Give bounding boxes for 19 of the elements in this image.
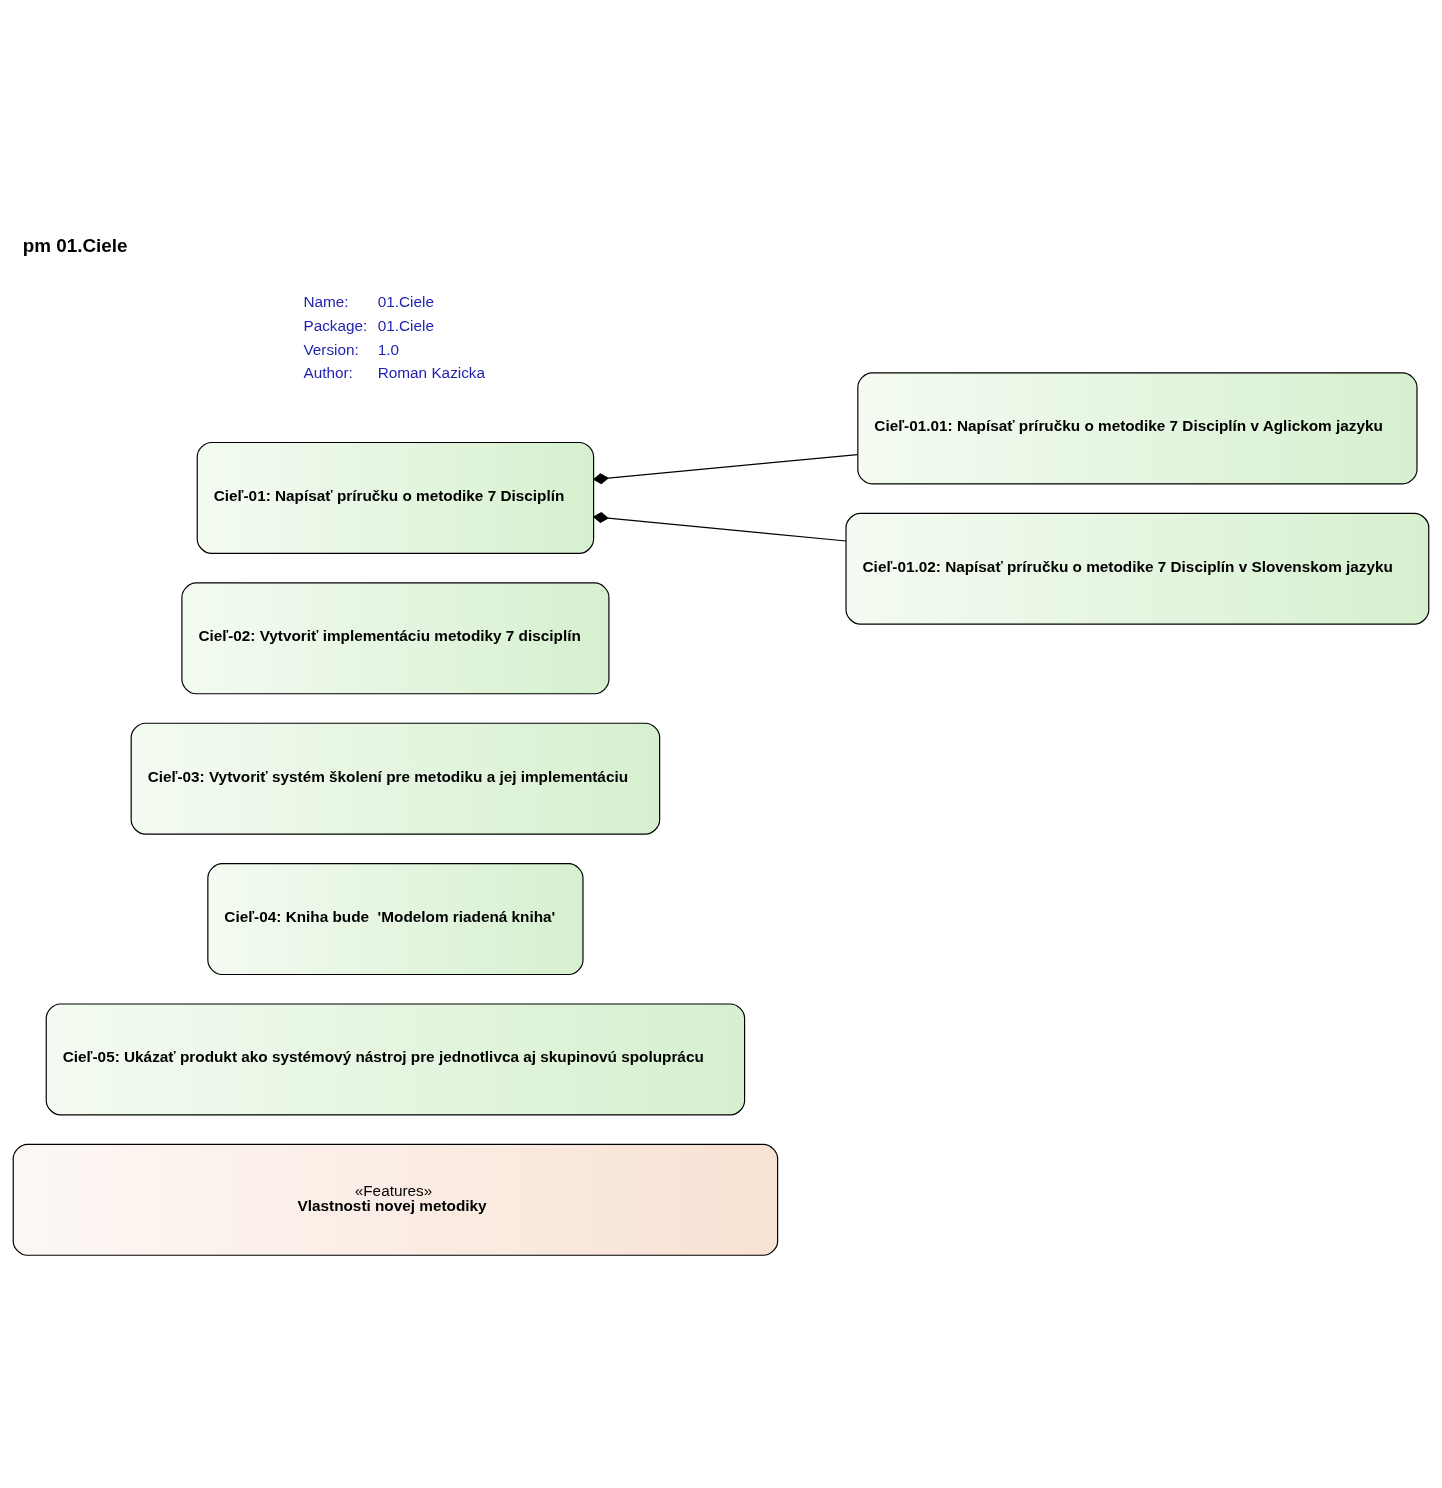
node-box: «Features» Vlastnosti novej metodiky [12, 1143, 779, 1256]
node-box: Cieľ-03: Vytvoriť systém školení pre metodiku a jej implementáciu [130, 722, 661, 835]
label: Name: [303, 292, 349, 310]
label: 1.0 [377, 340, 400, 358]
label: Author: [303, 363, 353, 381]
node-box: Cieľ-01: Napísať príručku o metodike 7 Disciplín [196, 441, 595, 554]
label: 01.Ciele [377, 292, 434, 310]
label: Version: [303, 340, 359, 358]
node-box: Cieľ-01.01: Napísať príručku o metodike 7 Disciplín v Aglickom jazyku [857, 371, 1418, 484]
node-box: Cieľ-02: Vytvoriť implementáciu metodiky 7 disciplín [181, 581, 610, 694]
node-box: Cieľ-05: Ukázať produkt ako systémový nástroj pre jednotlivca aj skupinovú spoluprácu [45, 1002, 746, 1115]
connector [592, 511, 847, 542]
connector [592, 453, 859, 484]
node-box: Cieľ-01.02: Napísať príručku o metodike 7 Disciplín v Slovenskom jazyku [845, 512, 1430, 625]
label: Roman Kazicka [377, 363, 486, 381]
label: Package: [303, 316, 368, 334]
label: 01.Ciele [377, 316, 434, 334]
node-box: Cieľ-04: Kniha bude 'Modelom riadená kniha' [207, 862, 584, 975]
diagram-title: pm 01.Ciele [22, 234, 128, 256]
